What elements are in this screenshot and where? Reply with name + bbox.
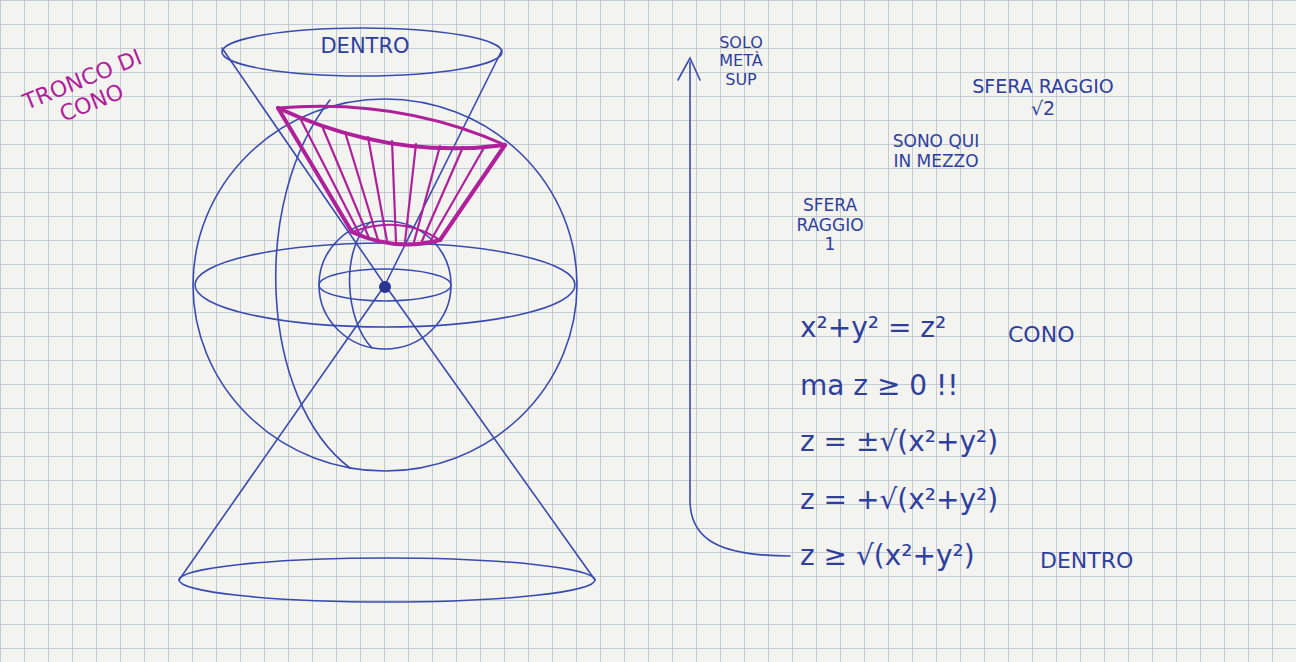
equation: z = +√(x²+y²) [800, 484, 1060, 516]
equation: x²+y² = z² [800, 312, 1000, 344]
cone-region-label: DENTRO [300, 34, 430, 58]
sphere-note: SFERA RAGGIO √2 [968, 76, 1118, 120]
equation-note: CONO [1008, 322, 1108, 347]
origin-dot [379, 281, 391, 293]
arrow-note: SOLO METÀ SUP [706, 34, 776, 89]
equation: z ≥ √(x²+y²) [800, 540, 1030, 572]
equation: z = ±√(x²+y²) [800, 426, 1060, 458]
frustum [278, 106, 505, 244]
sphere-note: SFERA RAGGIO 1 [790, 196, 870, 255]
equation-note: DENTRO [1040, 548, 1160, 573]
position-note: SONO QUI IN MEZZO [888, 132, 984, 171]
cone-and-spheres [179, 28, 790, 602]
equation: ma z ≥ 0 !! [800, 370, 1020, 402]
